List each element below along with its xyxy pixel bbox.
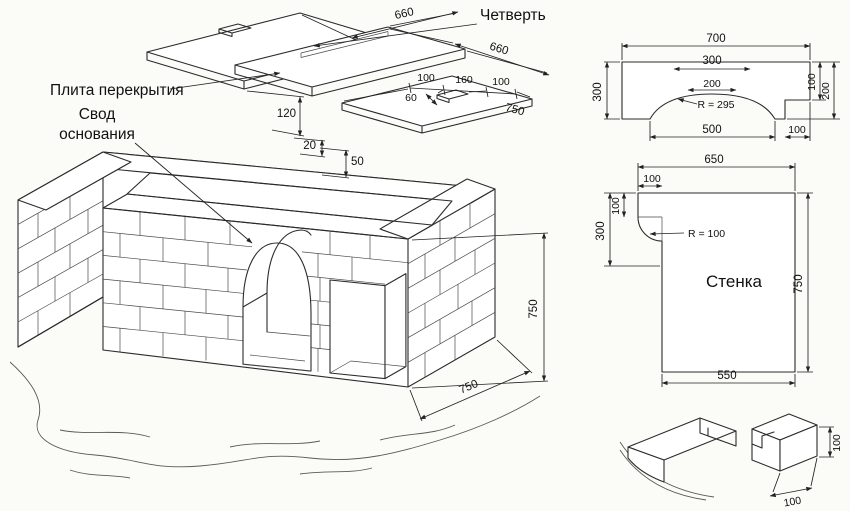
ground-squiggle-1 bbox=[59, 424, 456, 448]
label-wall-name: Стенка bbox=[706, 272, 763, 291]
joint-right-notch bbox=[751, 431, 775, 449]
joint-right-side-face bbox=[779, 424, 818, 472]
dim-50-label: 50 bbox=[351, 156, 364, 168]
dim-660-top-line bbox=[351, 11, 459, 39]
wall-dim-550-label: 550 bbox=[717, 370, 736, 382]
wall-dim-300-label: 300 bbox=[595, 221, 607, 240]
label-vault-line1: Свод bbox=[79, 106, 116, 123]
joint-detail: 100 100 bbox=[619, 413, 843, 510]
joint-left-front-face bbox=[627, 446, 665, 483]
leader-slab bbox=[169, 71, 281, 90]
arch-dim-500-label: 500 bbox=[702, 124, 721, 136]
arch-dim-300left-label: 300 bbox=[592, 82, 604, 101]
wall-radius-label: R = 100 bbox=[688, 228, 725, 240]
dim-20-label: 20 bbox=[303, 140, 316, 152]
arch-opening bbox=[242, 229, 312, 372]
dim-120-label: 120 bbox=[277, 108, 296, 120]
dim-hole-100a-label: 100 bbox=[417, 72, 435, 84]
cover-slabs bbox=[146, 12, 533, 134]
front-wall-joints bbox=[119, 211, 371, 372]
arch-radius-label: R = 295 bbox=[697, 99, 734, 111]
dim-hole-160-label: 160 bbox=[455, 74, 473, 86]
courtyard-opening bbox=[126, 172, 453, 226]
arch-dim-200r-label: 200 bbox=[820, 82, 832, 100]
dim-20: 20 bbox=[293, 137, 326, 158]
arch-template-detail: 700 300 200 R = 295 300 500 100 100 200 bbox=[592, 33, 840, 141]
wall-dim-750-ext bbox=[797, 192, 813, 373]
dim-60: 60 bbox=[405, 92, 438, 106]
arch-dim-100r-label: 100 bbox=[806, 73, 818, 91]
arch-reveal bbox=[242, 229, 312, 333]
wall-notch-lines bbox=[638, 216, 663, 241]
dim-120: 120 bbox=[246, 90, 305, 137]
base-structure bbox=[17, 151, 496, 388]
right-wall-courses bbox=[407, 213, 496, 363]
wall-template-detail: 650 100 100 300 R = 100 Стенка 750 550 bbox=[595, 154, 813, 387]
dim-60-label: 60 bbox=[405, 92, 417, 104]
front-opening bbox=[329, 273, 407, 380]
arch-floor-lines bbox=[242, 331, 312, 372]
callout-labels: Плита перекрытия Свод основания Четверть bbox=[50, 7, 546, 244]
slab-top-hole bbox=[218, 23, 252, 38]
ground-contour bbox=[9, 361, 541, 468]
joint-dim-100v-label: 100 bbox=[831, 434, 843, 452]
dim-hole-row: 100 160 100 bbox=[343, 72, 531, 102]
joint-arch-curve-2 bbox=[619, 449, 707, 501]
arch-dim-300left-ext bbox=[604, 61, 620, 120]
leader-vault bbox=[134, 142, 253, 244]
dim-660-side: 660 bbox=[389, 28, 550, 76]
arch-radius-leader bbox=[677, 98, 698, 105]
dim-hole-row-ticks bbox=[408, 82, 518, 100]
joint-left-block bbox=[619, 417, 737, 501]
joint-dim-100h-line bbox=[769, 486, 813, 498]
front-wall-courses bbox=[102, 231, 409, 350]
right-wall-joints bbox=[424, 203, 476, 378]
dim-750-slab-label: 750 bbox=[504, 102, 526, 119]
dim-hole-row-line bbox=[409, 87, 517, 95]
dim-60-line bbox=[425, 93, 438, 106]
front-wall-top-edge bbox=[102, 207, 409, 388]
dim-hole-100b-label: 100 bbox=[492, 76, 510, 88]
wall-dim-650-label: 650 bbox=[704, 154, 723, 166]
top-strip-right bbox=[379, 178, 496, 240]
arch-opening-outline bbox=[242, 242, 312, 372]
joint-right-block bbox=[751, 413, 818, 472]
front-opening-reveal bbox=[384, 273, 407, 380]
joint-dim-100h-label: 100 bbox=[783, 495, 802, 510]
dim-750-depth-label: 750 bbox=[458, 378, 480, 397]
dim-750-height-label: 750 bbox=[528, 299, 540, 318]
arch-dim-700-label: 700 bbox=[706, 33, 725, 45]
dim-660-side-label: 660 bbox=[488, 41, 510, 58]
dim-50: 50 bbox=[319, 147, 364, 179]
label-quarter: Четверть bbox=[480, 7, 546, 24]
dim-750-depth-line bbox=[419, 370, 531, 420]
wall-radius-leader bbox=[649, 231, 685, 237]
wall-template-outline bbox=[637, 192, 796, 373]
wall-dim-100w-label: 100 bbox=[643, 173, 661, 185]
dim-750-depth: 750 bbox=[409, 339, 533, 422]
ground-squiggle-2 bbox=[69, 467, 373, 479]
dim-660-top: 660 bbox=[301, 6, 459, 41]
slab-right-thickness bbox=[341, 98, 533, 134]
wall-dim-750-label: 750 bbox=[793, 274, 805, 293]
wall-dim-100h-label: 100 bbox=[610, 197, 622, 215]
top-strip-left bbox=[17, 151, 132, 211]
ground-terrain bbox=[9, 361, 541, 479]
dim-hole-row-ext bbox=[343, 88, 531, 102]
leader-quarter bbox=[313, 23, 478, 48]
front-opening-floor-lines bbox=[329, 360, 406, 374]
iso-dimensions: 660 660 100 160 100 60 120 bbox=[246, 6, 550, 422]
dim-660-top-label: 660 bbox=[394, 6, 415, 22]
arch-dim-200top-label: 200 bbox=[703, 78, 721, 90]
arch-dim-100br-label: 100 bbox=[788, 124, 806, 136]
arch-dim-300flat-label: 300 bbox=[702, 55, 721, 67]
label-slab: Плита перекрытия bbox=[50, 82, 184, 99]
joint-left-end-step bbox=[699, 417, 737, 447]
label-vault-line2: основания bbox=[59, 126, 135, 143]
dim-660-side-line bbox=[454, 43, 550, 76]
